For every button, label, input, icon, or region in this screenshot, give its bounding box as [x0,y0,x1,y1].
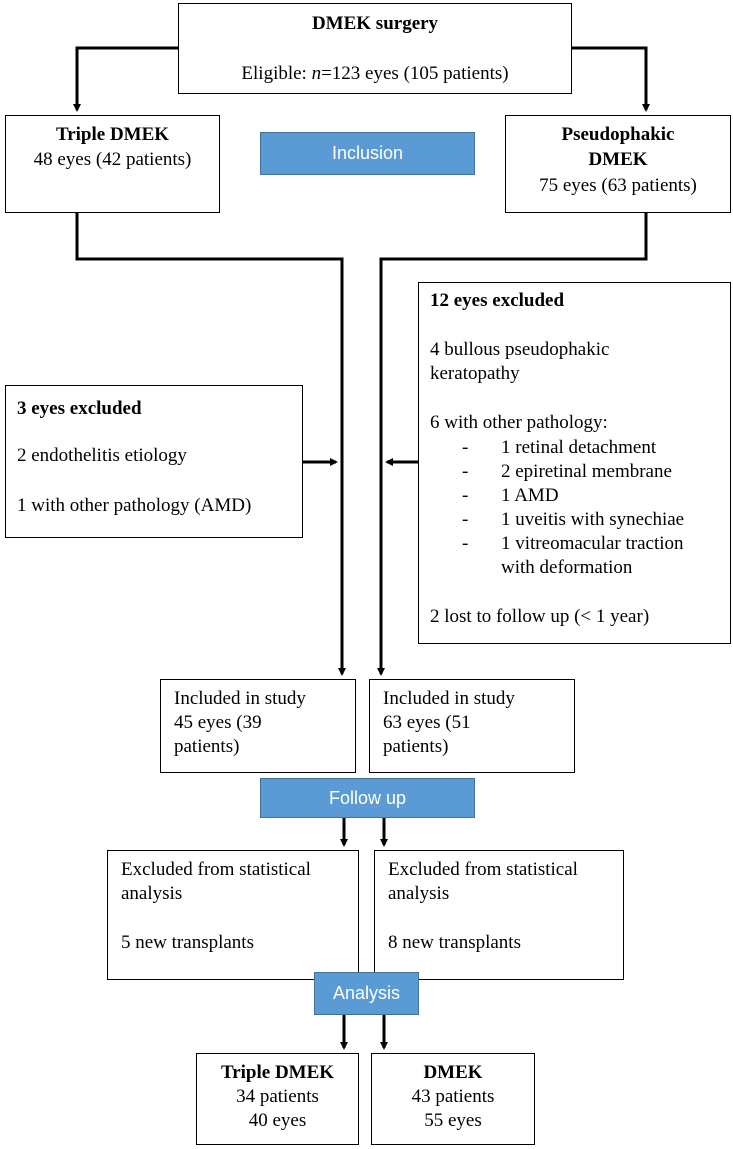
top-box: DMEK surgery Eligible: n=123 eyes (105 p… [178,3,572,94]
right-excluded-line1b: keratopathy [430,363,520,384]
pathology-item: 1 AMD [501,485,559,506]
final-triple-line2: 40 eyes [248,1110,307,1131]
bullet-dash: - [462,461,469,482]
pathology-item: 1 retinal detachment [501,437,657,458]
arrow-top-to-pseudophakic [572,46,650,112]
right-stat-line2: analysis [388,883,450,904]
pathology-item: 1 vitreomacular traction [501,533,684,554]
triple-dmek-title: Triple DMEK [55,124,170,145]
bullet-dash: - [462,437,469,458]
right-included-line1: Included in study [383,688,515,709]
final-dmek-line1: 43 patients [411,1086,495,1107]
final-triple-dmek-box: Triple DMEK 34 patients 40 eyes [196,1053,359,1145]
right-excluded-title: 12 eyes excluded [430,290,565,311]
left-included-box: Included in study 45 eyes (39 patients) [160,679,356,773]
right-stat-line1: Excluded from statistical [388,859,578,880]
final-dmek-box: DMEK 43 patients 55 eyes [371,1053,535,1145]
left-stat-excluded-box: Excluded from statistical analysis 5 new… [107,850,359,980]
left-stat-line2: analysis [121,883,183,904]
bullet-dash: - [462,509,469,530]
stage-analysis: Analysis [314,972,419,1015]
left-excluded-line1: 2 endothelitis etiology [17,445,187,466]
pathology-item: 1 uveitis with synechiae [501,509,685,530]
arrow-triple-to-included [75,213,346,676]
final-dmek-line2: 55 eyes [424,1110,482,1131]
left-stat-line3: 5 new transplants [121,932,254,953]
pseudophakic-title-2: DMEK [588,149,648,170]
right-included-line2: 63 eyes (51 [383,712,471,733]
bullet-dash: - [462,533,469,554]
pseudophakic-count: 75 eyes (63 patients) [539,175,697,196]
eligible-text: Eligible: n=123 eyes (105 patients) [241,63,509,84]
left-excluded-line2: 1 with other pathology (AMD) [17,495,252,516]
right-excluded-line3: 2 lost to follow up (< 1 year) [430,606,650,627]
left-included-line1: Included in study [174,688,306,709]
final-dmek-title: DMEK [423,1062,483,1083]
left-excluded-box: 3 eyes excluded 2 endothelitis etiology … [5,385,303,538]
pathology-item-continuation: with deformation [501,557,633,578]
final-triple-title: Triple DMEK [220,1062,335,1083]
right-stat-excluded-box: Excluded from statistical analysis 8 new… [374,850,624,980]
stage-follow-up: Follow up [260,778,475,818]
bullet-dash: - [462,485,469,506]
pseudophakic-dmek-box: Pseudophakic DMEK 75 eyes (63 patients) [505,115,731,213]
arrow-pseudophakic-to-included [377,213,648,676]
stage-inclusion: Inclusion [260,132,475,175]
triple-dmek-box: Triple DMEK 48 eyes (42 patients) [5,115,220,213]
right-included-line3: patients) [383,736,449,757]
final-triple-line1: 34 patients [236,1086,319,1107]
left-included-line3: patients) [174,736,240,757]
right-stat-line3: 8 new transplants [388,932,521,953]
right-included-box: Included in study 63 eyes (51 patients) [369,679,575,773]
right-excluded-line2: 6 with other pathology: [430,412,608,433]
left-excluded-title: 3 eyes excluded [17,398,142,419]
top-title: DMEK surgery [311,13,439,34]
pathology-item: 2 epiretinal membrane [501,461,672,482]
triple-dmek-count: 48 eyes (42 patients) [33,149,192,170]
left-stat-line1: Excluded from statistical [121,859,311,880]
left-included-line2: 45 eyes (39 [174,712,262,733]
arrow-top-to-triple [73,46,178,112]
right-excluded-line1a: 4 bullous pseudophakic [430,339,610,360]
right-excluded-box: 12 eyes excluded 4 bullous pseudophakic … [418,282,731,644]
pseudophakic-title-1: Pseudophakic [561,124,675,145]
